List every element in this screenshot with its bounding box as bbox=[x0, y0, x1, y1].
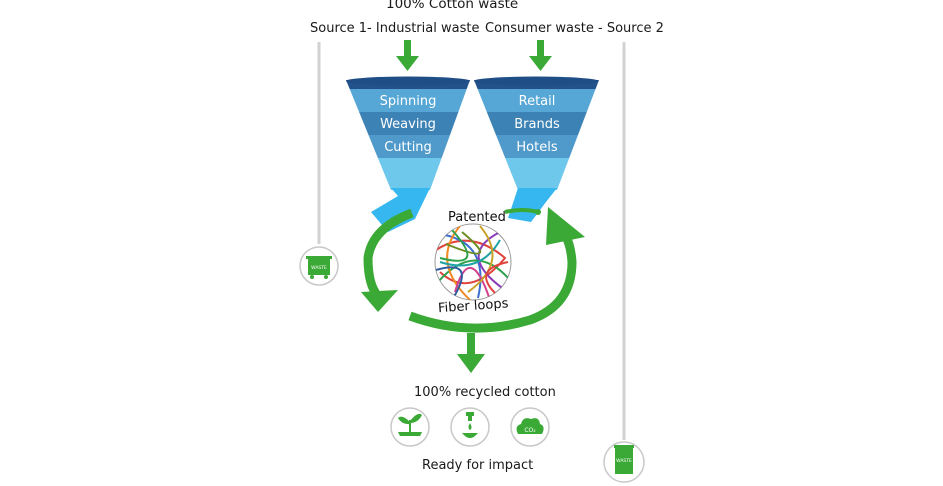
bin-right-label: WASTE bbox=[616, 458, 632, 464]
cycle-arrowhead-right bbox=[546, 207, 585, 245]
cycle-arrowhead-left bbox=[361, 290, 398, 312]
source-1-label: Source 1- Industrial waste bbox=[310, 21, 480, 36]
funnel-right-stage-1: Retail bbox=[519, 94, 556, 109]
funnel-right-stage-3: Hotels bbox=[516, 140, 557, 155]
co2-cloud-icon: CO₂ bbox=[510, 407, 550, 447]
cycle-bottom-text: Fiber loops bbox=[438, 296, 510, 316]
waste-bin-icon-left: WASTE bbox=[299, 246, 339, 286]
water-tap-icon bbox=[450, 407, 490, 447]
cycle-top-text: Patented bbox=[448, 210, 506, 225]
plant-icon bbox=[390, 407, 430, 447]
output-arrow bbox=[457, 333, 485, 373]
bin-left-label: WASTE bbox=[311, 265, 327, 271]
fiber-loop-cycle bbox=[361, 207, 585, 333]
output-subtitle: Ready for impact bbox=[422, 458, 534, 473]
output-title: 100% recycled cotton bbox=[414, 385, 556, 400]
diagram-title: 100% Cotton waste bbox=[386, 0, 519, 12]
source-2-label: Consumer waste - Source 2 bbox=[485, 21, 664, 36]
source-1-arrow bbox=[396, 40, 419, 71]
funnel-right-stage-2: Brands bbox=[514, 117, 560, 132]
funnel-left-stage-3: Cutting bbox=[384, 140, 432, 155]
funnel-left-stage-2: Weaving bbox=[380, 117, 436, 132]
funnel-left-stage-1: Spinning bbox=[380, 94, 437, 109]
fiber-ball-image bbox=[434, 223, 512, 301]
left-funnel: Spinning Weaving Cutting bbox=[346, 76, 470, 232]
co2-label: CO₂ bbox=[524, 427, 536, 434]
source-2-arrow bbox=[529, 40, 552, 71]
right-funnel: Retail Brands Hotels bbox=[474, 76, 599, 222]
waste-bin-icon-right: WASTE bbox=[603, 441, 645, 483]
